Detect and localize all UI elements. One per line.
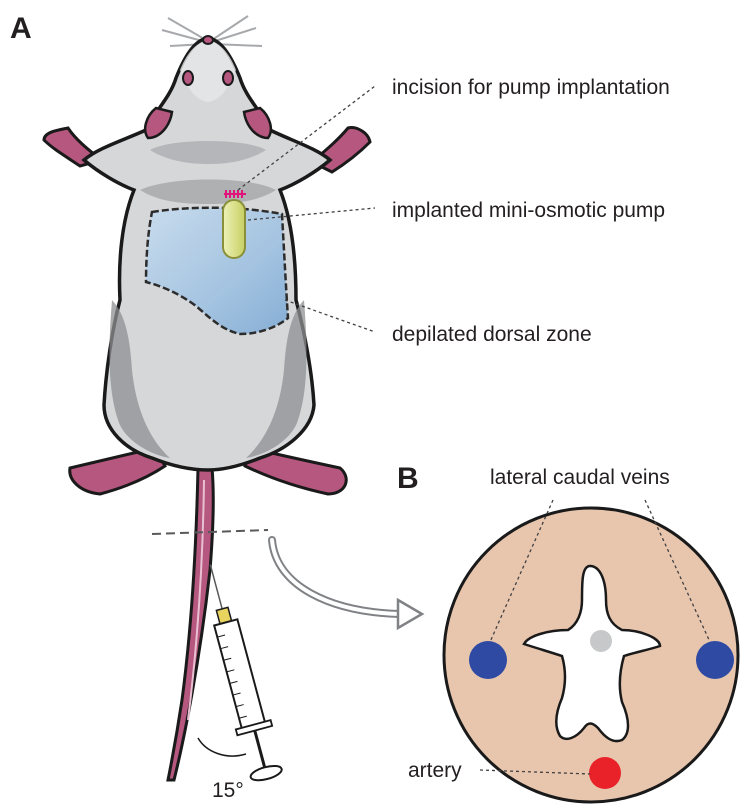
central-vessel [590,630,612,652]
callout-depilated: depilated dorsal zone [392,323,592,346]
angle-arc [198,738,246,756]
panel-b-letter: B [397,462,419,495]
osmotic-pump [223,200,245,258]
label-lateral-caudal-veins: lateral caudal veins [490,466,670,489]
label-artery: artery [408,759,462,782]
right-caudal-vein [696,641,734,679]
right-eye [223,71,233,85]
callout-pump: implanted mini-osmotic pump [392,199,665,222]
panel-a-letter: A [10,12,32,45]
nose [203,36,213,44]
callout-incision: incision for pump implantation [392,76,670,99]
left-eye [183,71,193,85]
left-caudal-vein [469,641,507,679]
angle-label: 15° [212,779,244,802]
caudal-artery [589,757,621,789]
tail [168,468,213,780]
section-arrow [272,540,422,628]
